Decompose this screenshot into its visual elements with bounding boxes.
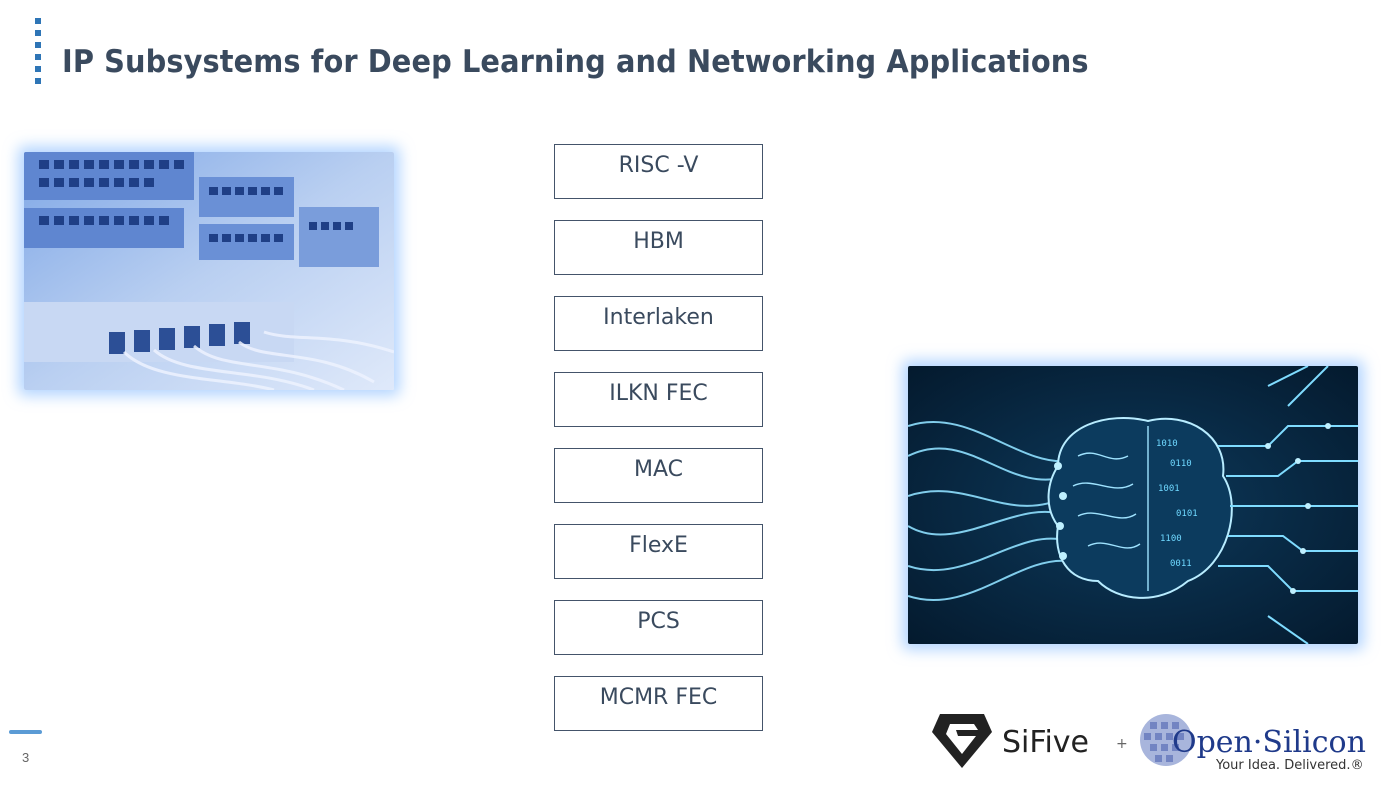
ip-block-pcs: PCS	[554, 600, 763, 655]
slide-title: IP Subsystems for Deep Learning and Netw…	[62, 44, 1089, 80]
sifive-wordmark: SiFive	[1002, 725, 1089, 760]
svg-text:1010: 1010	[1156, 439, 1178, 449]
sifive-logo-icon	[932, 714, 992, 768]
open-silicon-wordmark: Open·Silicon	[1172, 725, 1366, 760]
ip-block-mac: MAC	[554, 448, 763, 503]
slide-marker	[9, 730, 42, 734]
page-number: 3	[22, 750, 30, 765]
ip-block-hbm: HBM	[554, 220, 763, 275]
svg-text:1100: 1100	[1160, 534, 1182, 544]
ip-block-risc-v: RISC -V	[554, 144, 763, 199]
brain-circuit-image: 1010 0110 1001 0101 1100 0011	[908, 366, 1358, 644]
network-switch-image	[24, 152, 394, 390]
plus-sign: +	[1116, 736, 1128, 752]
title-accent-bar	[35, 18, 41, 90]
ip-block-mcmr-fec: MCMR FEC	[554, 676, 763, 731]
ip-block-flexe: FlexE	[554, 524, 763, 579]
ip-block-list: RISC -V HBM Interlaken ILKN FEC MAC Flex…	[554, 144, 765, 752]
svg-text:0011: 0011	[1170, 559, 1192, 569]
ip-block-ilkn-fec: ILKN FEC	[554, 372, 763, 427]
partner-logos: SiFive + Open·Silicon Your Idea. Deliver…	[930, 708, 1370, 774]
svg-text:0110: 0110	[1170, 459, 1192, 469]
svg-text:0101: 0101	[1176, 509, 1198, 519]
open-silicon-tagline: Your Idea. Delivered.®	[1215, 758, 1364, 773]
svg-text:1001: 1001	[1158, 484, 1180, 494]
open-silicon-grid-icon	[1140, 714, 1192, 766]
ip-block-interlaken: Interlaken	[554, 296, 763, 351]
